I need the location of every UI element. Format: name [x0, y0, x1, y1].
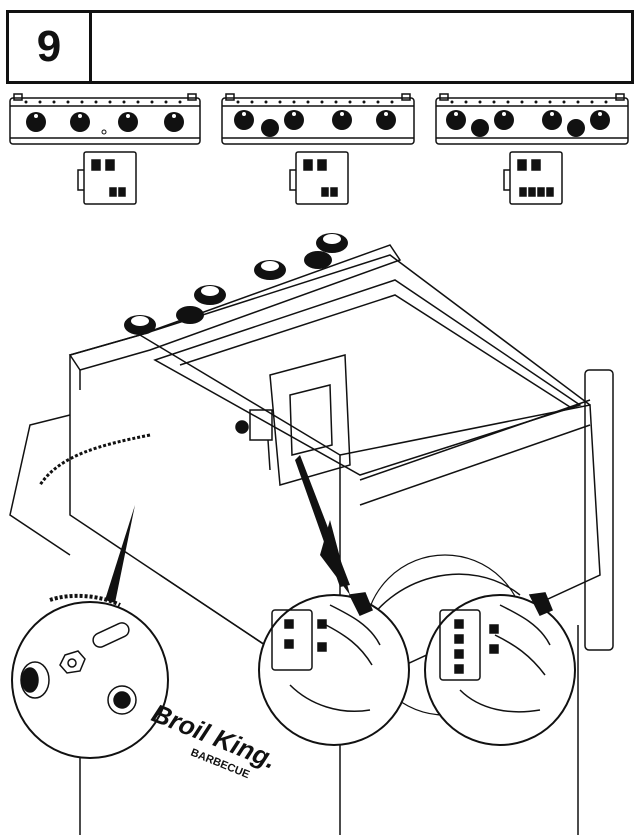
- step-instruction: [92, 13, 631, 81]
- panel-holes: [236, 100, 394, 104]
- knob-icon: [26, 112, 184, 132]
- step-header: 9: [6, 10, 634, 84]
- detail-circle-wiring-six-burner: [424, 592, 576, 746]
- ignition-module-icon: [289, 151, 349, 205]
- step-number: 9: [9, 13, 92, 81]
- knob-icon: [234, 110, 396, 137]
- knob-icon: [446, 110, 610, 137]
- detail-circle-wiring-standard: [258, 592, 410, 746]
- ignition-module-icon: [77, 151, 137, 205]
- control-panel-diagram: [221, 93, 415, 145]
- variant-four-burner: [6, 90, 206, 215]
- variant-five-burner: [218, 90, 418, 215]
- control-panel-variants: [0, 90, 640, 215]
- panel-holes: [24, 100, 182, 104]
- ignition-module-icon: [235, 409, 273, 471]
- panel-holes: [450, 100, 608, 104]
- variant-six-burner: [432, 90, 632, 215]
- control-panel-diagram: [9, 93, 201, 145]
- detail-circle-ignitor-button: [11, 593, 169, 759]
- control-panel-diagram: [435, 93, 629, 145]
- grill-assembly-illustration: Broil King. BARBECUE: [0, 215, 640, 835]
- ignition-module-icon: [503, 151, 563, 205]
- pointer-arrow: [105, 455, 350, 603]
